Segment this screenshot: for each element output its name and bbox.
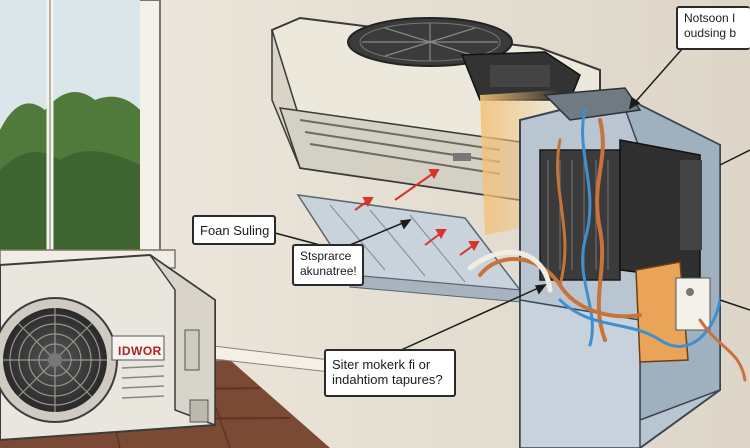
callout-top-right: Notsoon I oudsing b [676, 6, 750, 50]
callout-leaders [274, 39, 750, 356]
callout-bottom-line2: indahtiom tapures? [332, 372, 443, 387]
cutaway-cabinet [519, 87, 721, 448]
callout-middle-line2: akunatree! [300, 264, 357, 278]
callout-fan-label: Foan Suling [192, 215, 276, 245]
window [0, 0, 176, 271]
callout-top-right-line1: Notsoon I [684, 11, 736, 25]
callout-fan-label-line1: Foan Suling [200, 223, 270, 238]
refrigerant-lines [467, 108, 747, 382]
callout-bottom-line1: Siter mokerk fi or [332, 357, 431, 372]
callout-middle-line1: Stsprarce [300, 249, 352, 263]
callout-top-right-line2: oudsing b [684, 26, 737, 40]
callout-bottom: Siter mokerk fi or indahtiom tapures? [324, 349, 456, 397]
outdoor-unit [0, 253, 216, 442]
airflow-arrows [354, 169, 480, 256]
callout-middle: Stsprarce akunatree! [292, 244, 364, 286]
outdoor-unit-brand-label: IDWOR [118, 344, 162, 358]
